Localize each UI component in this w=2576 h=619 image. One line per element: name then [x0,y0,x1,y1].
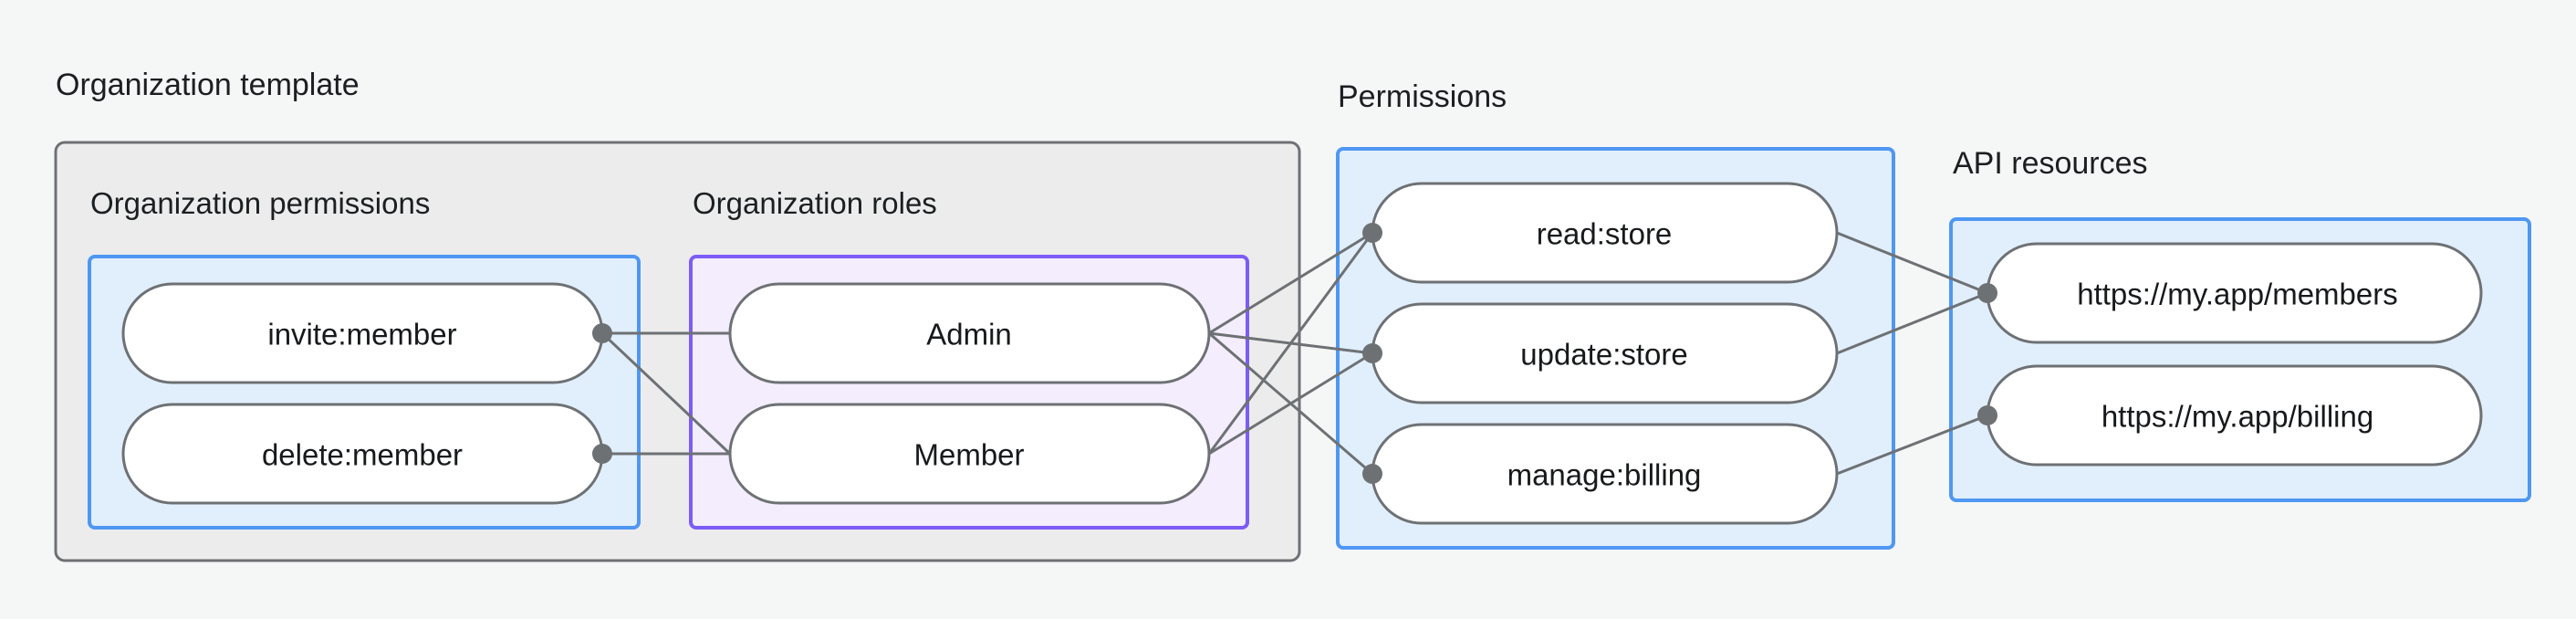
node-admin-label: Admin [926,318,1012,351]
title-api-resources: API resources [1953,146,2148,181]
node-read-store[interactable]: read:store [1371,182,1839,284]
node-members-url[interactable]: https://my.app/members [1986,242,2483,344]
edge-member-to-update-store [1208,351,1373,456]
node-update-store[interactable]: update:store [1371,302,1839,404]
title-organization-template: Organization template [56,68,360,102]
edge-invite-member-to-member [600,331,732,456]
title-permissions: Permissions [1338,79,1507,114]
edge-layer [600,231,1988,476]
node-admin[interactable]: Admin [728,282,1211,384]
node-invite-member[interactable]: invite:member [121,282,604,384]
node-manage-billing[interactable]: manage:billing [1371,423,1839,525]
port-manage-billing-in [1362,464,1382,484]
node-member-label: Member [913,438,1024,472]
title-organization-roles: Organization roles [693,186,937,220]
edge-admin-to-read-store [1208,231,1373,335]
node-members-url-label: https://my.app/members [2077,278,2398,311]
port-members-url-in [1977,283,1997,303]
port-layer [592,223,1997,484]
port-billing-url-in [1977,405,1997,425]
port-update-store-in [1362,343,1382,363]
node-member[interactable]: Member [728,403,1211,505]
port-delete-member-out [592,444,612,464]
node-update-store-label: update:store [1520,338,1687,372]
edge-update-store-to-members-url [1836,291,1988,355]
node-manage-billing-label: manage:billing [1507,458,1702,492]
node-delete-member-label: delete:member [262,438,463,472]
port-invite-member-out [592,323,612,343]
edge-member-to-read-store [1207,232,1374,455]
node-invite-member-label: invite:member [267,318,456,351]
node-delete-member[interactable]: delete:member [121,403,604,505]
edge-manage-billing-to-billing-url [1836,414,1988,476]
title-organization-permissions: Organization permissions [90,186,430,220]
edge-read-store-to-members-url [1836,231,1988,295]
node-billing-url-label: https://my.app/billing [2101,400,2373,434]
port-read-store-in [1362,223,1382,243]
node-billing-url[interactable]: https://my.app/billing [1986,364,2483,467]
node-read-store-label: read:store [1537,217,1673,251]
